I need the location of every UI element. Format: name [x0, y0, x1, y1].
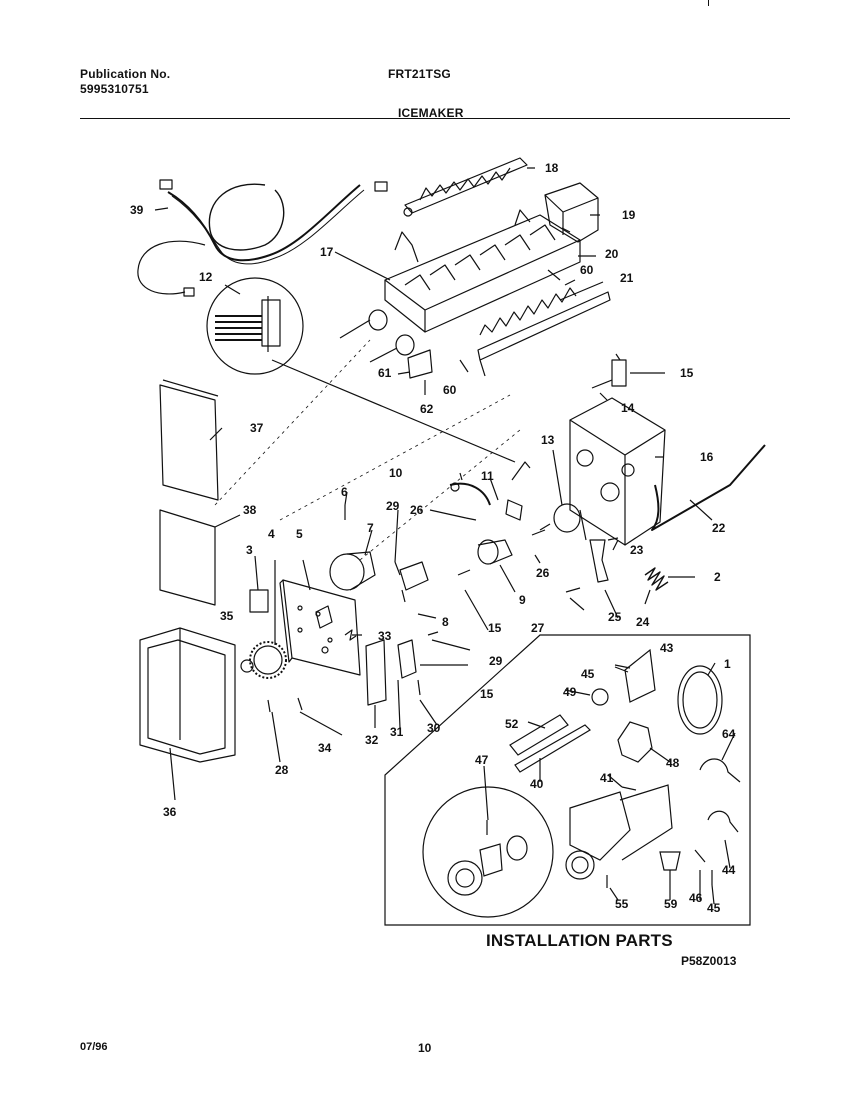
switch-upper — [591, 353, 627, 389]
callout-13: 13 — [541, 433, 555, 447]
wire-harness — [137, 179, 388, 297]
callout-30: 30 — [427, 721, 441, 735]
callout-17: 17 — [320, 245, 334, 259]
callout-60-upper: 60 — [580, 263, 594, 277]
callout-40: 40 — [530, 777, 544, 791]
bracket-61 — [407, 349, 469, 395]
callout-49: 49 — [563, 685, 577, 699]
callout-15-lower: 15 — [480, 687, 494, 701]
callout-6: 6 — [341, 485, 348, 499]
callout-10: 10 — [389, 466, 403, 480]
callout-5: 5 — [296, 527, 303, 541]
callout-22: 22 — [712, 521, 726, 535]
callout-59: 59 — [664, 897, 678, 911]
callout-4: 4 — [268, 527, 275, 541]
callout-44: 44 — [722, 863, 736, 877]
callout-52: 52 — [505, 717, 519, 731]
installation-parts-frame — [384, 634, 751, 926]
manual — [159, 379, 219, 501]
callout-18: 18 — [545, 161, 559, 175]
callout-37: 37 — [250, 421, 264, 435]
support-plate — [279, 579, 361, 676]
connector-detail — [206, 277, 516, 463]
callout-23: 23 — [630, 543, 644, 557]
callout-55: 55 — [615, 897, 629, 911]
corner-tick-mark — [708, 0, 709, 6]
gear — [249, 641, 287, 679]
callout-21: 21 — [620, 271, 634, 285]
callout-34: 34 — [318, 741, 332, 755]
ice-bin — [139, 627, 236, 763]
callout-15-upper: 15 — [680, 366, 694, 380]
callout-15-middle: 15 — [488, 621, 502, 635]
callout-26-lower: 26 — [536, 566, 550, 580]
callout-33: 33 — [378, 629, 392, 643]
callout-20: 20 — [605, 247, 619, 261]
publication-number: 5995310751 — [80, 82, 149, 96]
callout-31: 31 — [390, 725, 404, 739]
callout-60-lower: 60 — [443, 383, 457, 397]
callout-3: 3 — [246, 543, 253, 557]
callout-48: 48 — [666, 756, 680, 770]
callout-36: 36 — [163, 805, 177, 819]
callout-24: 24 — [636, 615, 650, 629]
callout-25: 25 — [608, 610, 622, 624]
publication-label: Publication No. — [80, 67, 171, 81]
callout-28: 28 — [275, 763, 289, 777]
callout-8: 8 — [442, 615, 449, 629]
callout-27: 27 — [531, 621, 545, 635]
callout-9: 9 — [519, 593, 526, 607]
callout-29-lower: 29 — [489, 654, 503, 668]
callout-14: 14 — [621, 401, 635, 415]
motor — [329, 551, 376, 591]
callout-62: 62 — [420, 402, 434, 416]
callout-numbers: 39 12 17 18 19 20 60 21 61 62 60 15 14 3… — [130, 161, 736, 915]
label-sheet — [159, 509, 216, 606]
section-title: ICEMAKER — [398, 106, 464, 120]
model-number: FRT21TSG — [388, 67, 451, 81]
header-rule — [80, 118, 790, 119]
callout-46: 46 — [689, 891, 703, 905]
callout-7: 7 — [367, 521, 374, 535]
callout-11: 11 — [481, 469, 494, 483]
cover — [544, 182, 599, 243]
callout-32: 32 — [365, 733, 379, 747]
callout-41: 41 — [600, 771, 614, 785]
footer-date: 07/96 — [80, 1041, 108, 1053]
callout-38: 38 — [243, 503, 257, 517]
callout-29-upper: 29 — [386, 499, 400, 513]
callout-35: 35 — [220, 609, 234, 623]
callout-1: 1 — [724, 657, 731, 671]
callout-45-lower: 45 — [707, 901, 721, 915]
callout-26-upper: 26 — [410, 503, 424, 517]
callout-2: 2 — [714, 570, 721, 584]
callout-12: 12 — [199, 270, 213, 284]
callout-64: 64 — [722, 727, 736, 741]
page-number: 10 — [418, 1041, 432, 1055]
callout-43: 43 — [660, 641, 674, 655]
callout-16: 16 — [700, 450, 714, 464]
installation-parts-title: INSTALLATION PARTS — [486, 931, 673, 950]
callout-19: 19 — [622, 208, 636, 222]
ejector — [403, 157, 528, 217]
callout-47: 47 — [475, 753, 489, 767]
mold — [339, 209, 581, 363]
diagram-code: P58Z0013 — [681, 954, 737, 968]
housing — [569, 397, 666, 546]
callout-61: 61 — [378, 366, 392, 380]
shield — [477, 287, 611, 377]
callout-45-upper: 45 — [581, 667, 595, 681]
callout-39: 39 — [130, 203, 144, 217]
